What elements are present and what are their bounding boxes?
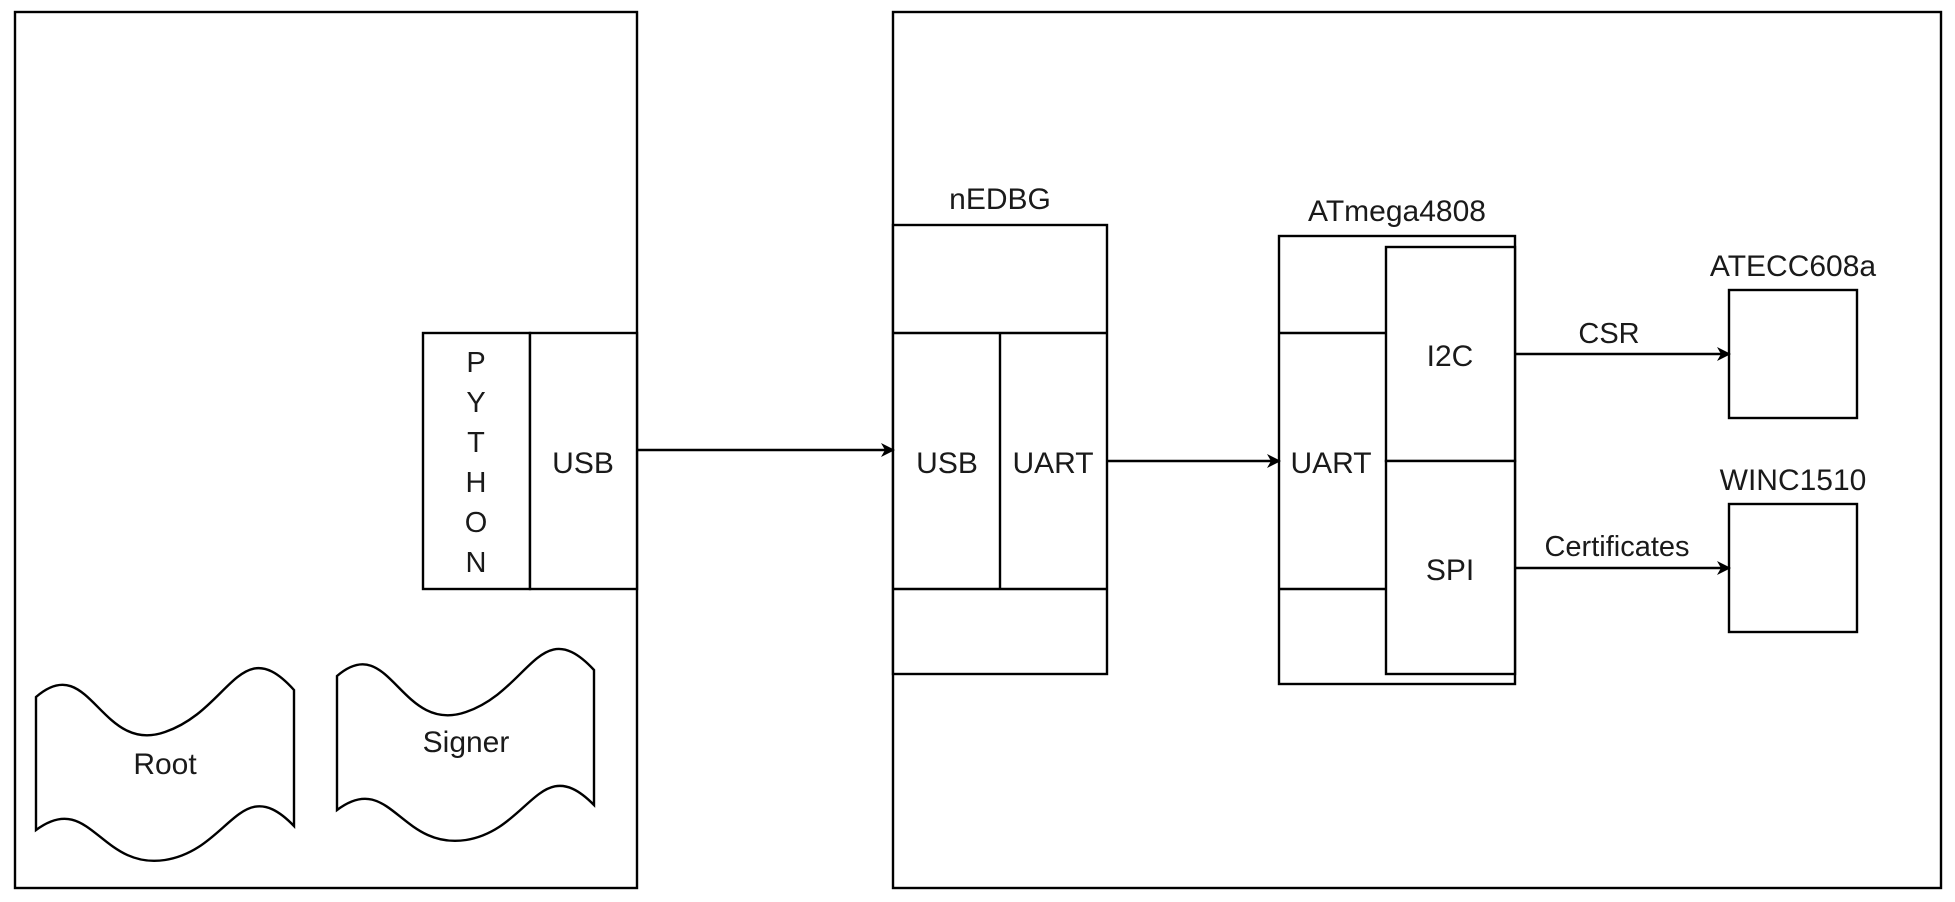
wifi-block [1727,502,1859,634]
python-letter: O [465,507,488,539]
python-letter: P [466,347,485,379]
python-letter: Y [466,387,485,419]
root-document-label: Root [133,748,197,781]
mcu-i2c-label: I2C [1427,340,1474,373]
signer-document-label: Signer [423,726,510,759]
nedbg-title: nEDBG [949,183,1051,216]
python-letter: N [466,547,487,579]
python-letter: H [466,467,487,499]
secure-element-title: ATECC608a [1710,250,1877,283]
mcu-uart-label: UART [1290,447,1371,480]
nedbg-uart-label: UART [1012,447,1093,480]
secure-element-block [1727,288,1859,420]
wifi-title: WINC1510 [1720,464,1867,497]
certificates-link-label: Certificates [1544,531,1689,563]
python-letter: T [467,427,485,459]
host-usb-label: USB [552,447,614,480]
mcu-spi-block [1384,459,1517,676]
root-document [34,666,296,863]
host-usb-block [528,331,639,591]
mcu-spi-label: SPI [1426,554,1474,587]
nedbg-usb-label: USB [916,447,978,480]
python-block [421,331,532,591]
mcu-title: ATmega4808 [1308,195,1486,228]
csr-link-label: CSR [1578,318,1639,350]
signer-document [335,647,596,843]
